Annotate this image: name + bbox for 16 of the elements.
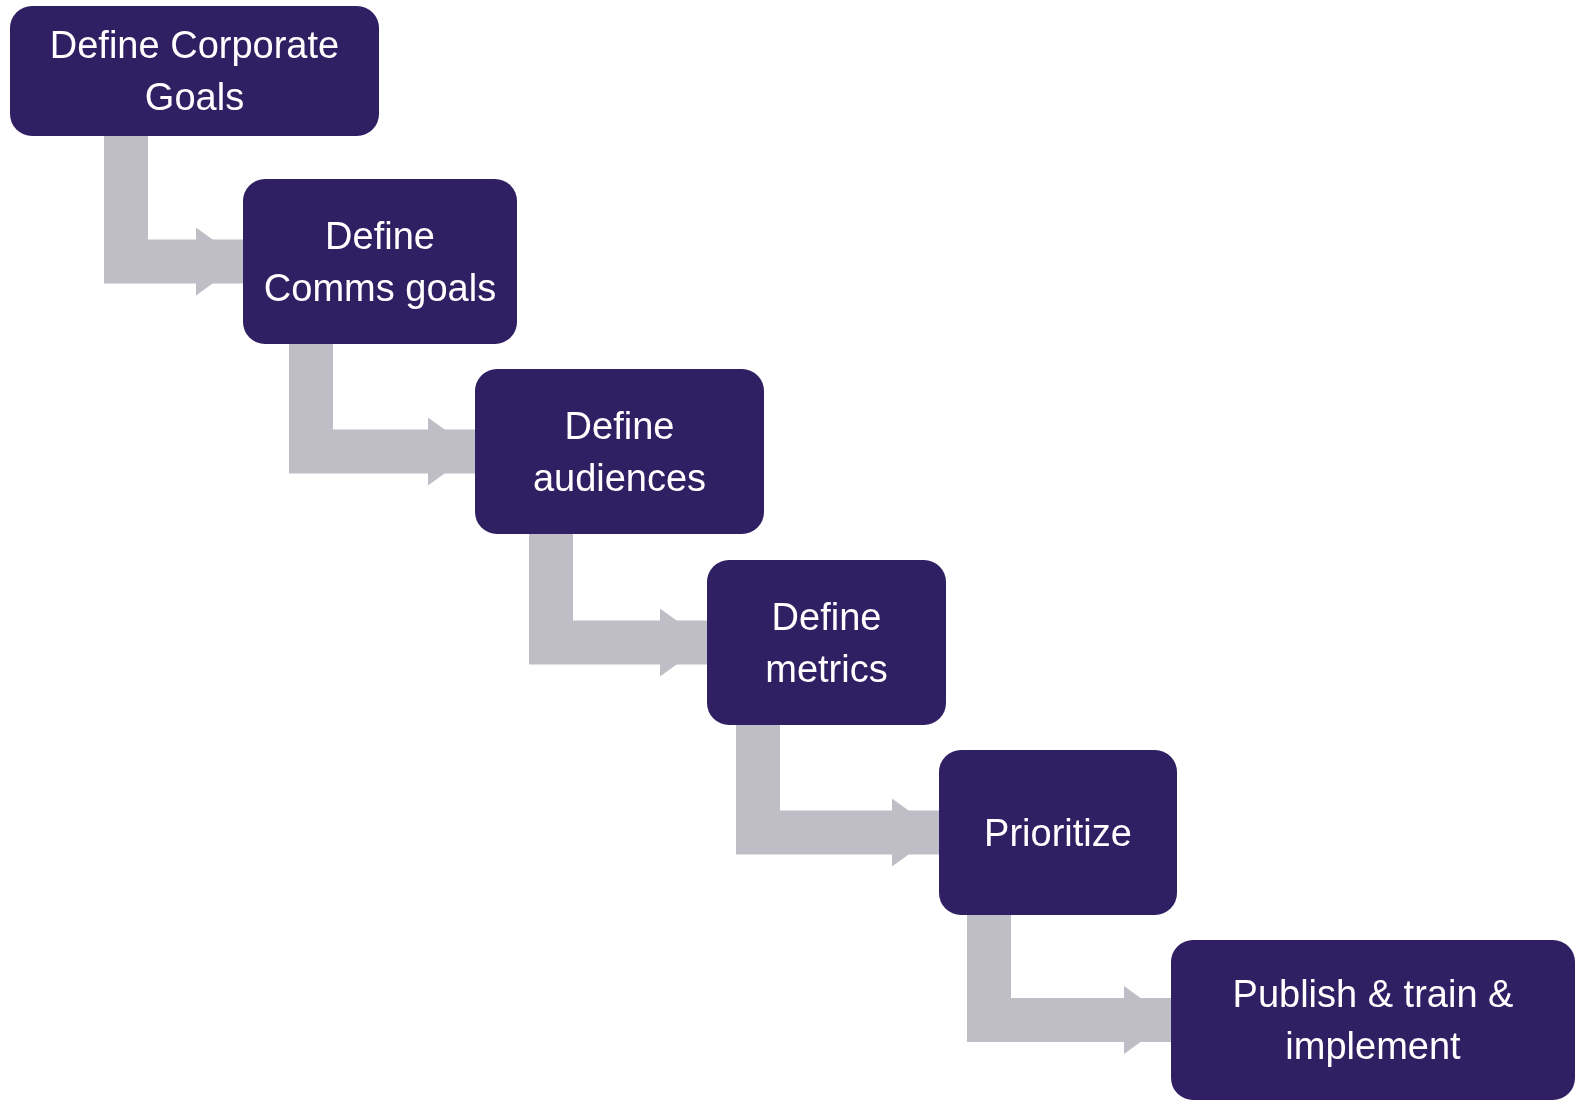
process-box — [1171, 940, 1575, 1100]
bent-arrow — [967, 915, 1171, 1054]
step-label: Publish & train & implement — [1231, 972, 1515, 1069]
step-label: Define Comms goals — [262, 213, 498, 311]
process-box — [939, 750, 1177, 915]
bent-arrow — [736, 725, 939, 867]
step-label: Define metrics — [764, 594, 889, 692]
process-box — [475, 369, 764, 534]
step-label: Define audiences — [531, 403, 708, 501]
step-label: Prioritize — [984, 810, 1132, 856]
bent-arrow — [289, 344, 475, 486]
process-box — [10, 6, 379, 136]
bent-arrow — [529, 534, 707, 677]
process-box — [243, 179, 517, 344]
process-box — [707, 560, 946, 725]
step-label: Define Corporate Goals — [48, 23, 341, 120]
